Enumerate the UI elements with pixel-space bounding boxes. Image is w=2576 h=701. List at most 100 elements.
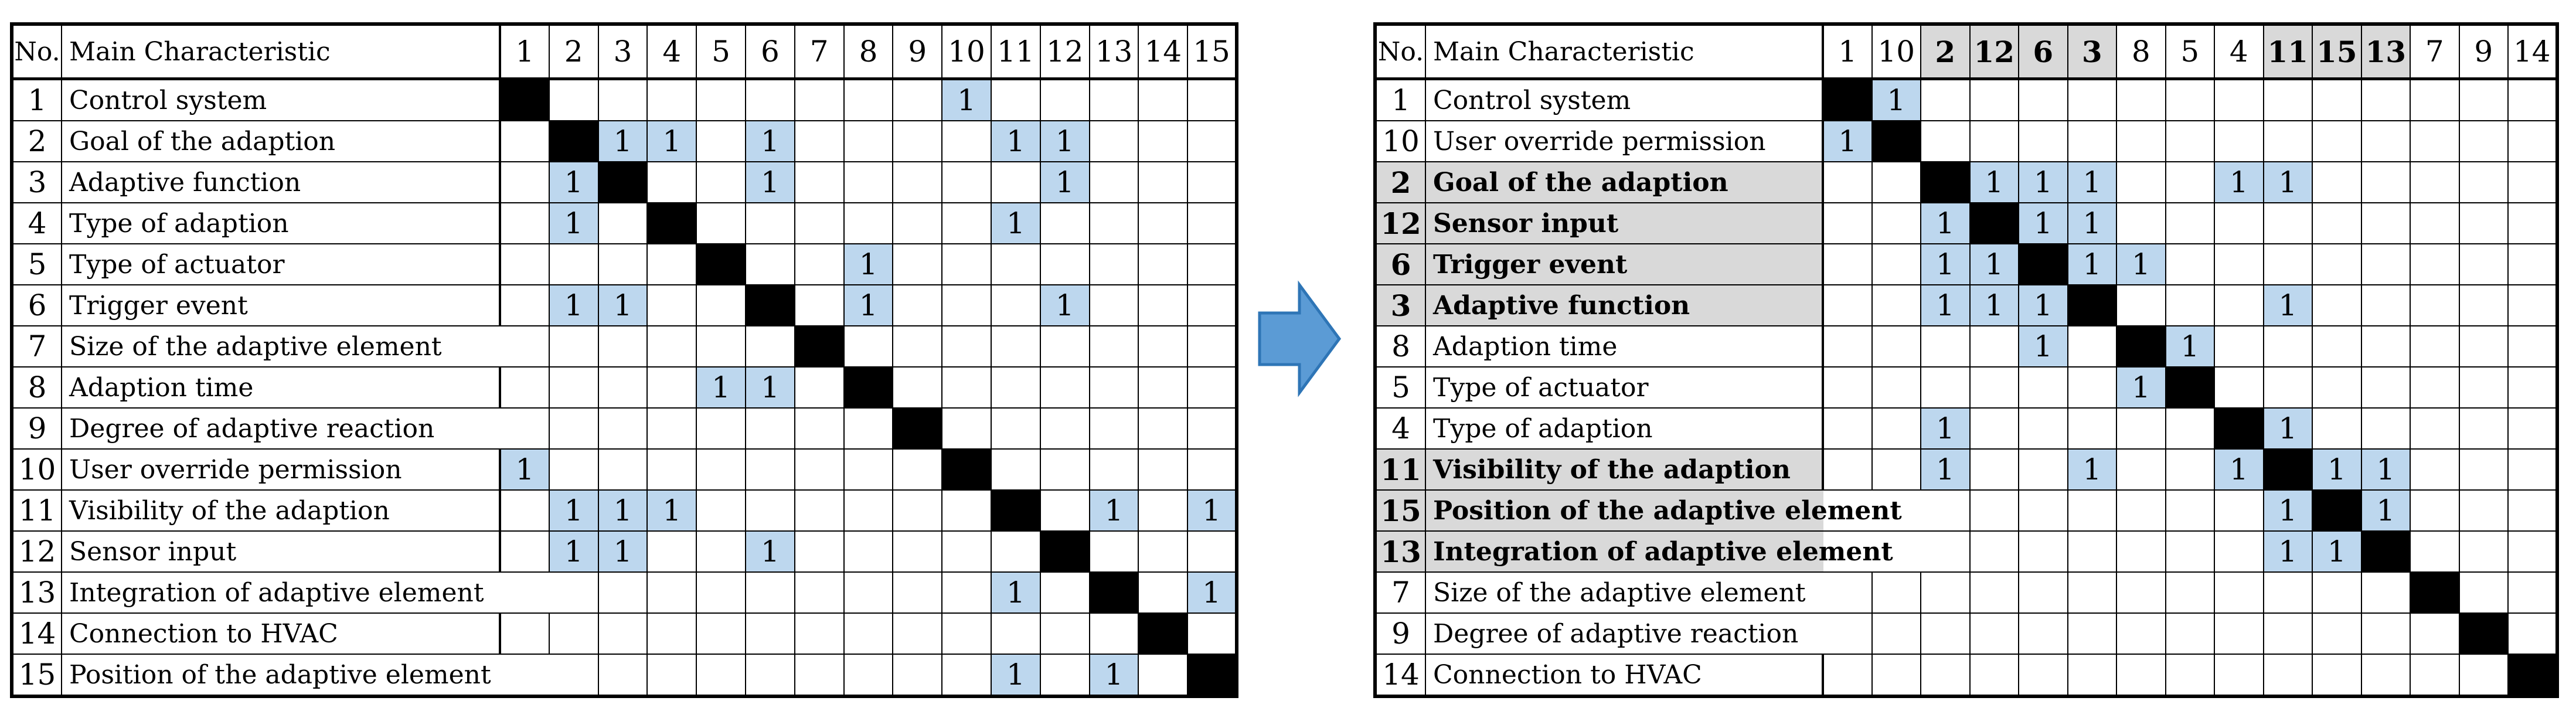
matrix-cell (941, 407, 992, 450)
matrix-cell (1969, 120, 2019, 162)
matrix-cell (892, 448, 943, 491)
column-header: 7 (2410, 23, 2460, 80)
matrix-cell (1088, 366, 1139, 409)
matrix-cell (2410, 489, 2460, 532)
matrix-cell (2116, 407, 2166, 450)
matrix-cell (1822, 243, 1873, 285)
matrix-cell (2410, 202, 2460, 244)
matrix-cell (2410, 120, 2460, 162)
column-header: 9 (2458, 23, 2509, 80)
diagonal-cell (1822, 78, 1873, 121)
matrix-cell (1039, 489, 1090, 532)
dependency-cell: 1 (548, 530, 599, 573)
matrix-cell (2165, 571, 2215, 614)
matrix-cell (499, 612, 550, 655)
matrix-cell (990, 448, 1041, 491)
matrix-cell (1039, 654, 1090, 697)
matrix-cell (744, 407, 795, 450)
matrix-cell (1969, 78, 2019, 121)
matrix-cell (696, 448, 746, 491)
column-header: 6 (2018, 23, 2068, 80)
characteristic-column-header: Main Characteristic (61, 23, 501, 80)
matrix-cell (2262, 325, 2313, 367)
matrix-cell (2312, 612, 2362, 655)
dependency-cell: 1 (696, 366, 746, 409)
matrix-cell (1088, 407, 1139, 450)
matrix-cell (646, 78, 697, 121)
matrix-cell (843, 202, 894, 244)
dependency-cell: 1 (2018, 284, 2068, 326)
column-header: 4 (646, 23, 697, 80)
column-header: 1 (1822, 23, 1873, 80)
row-label: Adaption time (1425, 325, 1824, 367)
diagonal-cell (990, 489, 1041, 532)
dependency-cell: 1 (2116, 366, 2166, 409)
matrix-cell (2360, 78, 2411, 121)
row-number: 9 (11, 407, 62, 450)
matrix-cell (2410, 530, 2460, 573)
matrix-cell (2018, 120, 2068, 162)
diagonal-cell (1088, 571, 1139, 614)
row-label: Connection to HVAC (61, 612, 501, 655)
dependency-cell: 1 (597, 120, 648, 162)
row-label: Goal of the adaption (61, 120, 501, 162)
row-number: 15 (11, 654, 62, 697)
matrix-cell (2214, 78, 2264, 121)
row-number: 5 (1374, 366, 1426, 409)
matrix-cell (2458, 530, 2509, 573)
row-label: Position of the adaptive element (61, 654, 599, 697)
matrix-cell (1822, 325, 1873, 367)
matrix-cell (2116, 571, 2166, 614)
matrix-cell (1088, 202, 1139, 244)
dependency-cell: 1 (1969, 243, 2019, 285)
matrix-cell (2410, 161, 2460, 203)
matrix-cell (1969, 612, 2019, 655)
row-label: Degree of adaptive reaction (1425, 612, 1873, 655)
diagonal-cell (2458, 612, 2509, 655)
matrix-cell (1187, 612, 1237, 655)
column-header: 11 (2262, 23, 2313, 80)
row-label: User override permission (1425, 120, 1824, 162)
matrix-cell (1187, 448, 1237, 491)
column-header: 7 (794, 23, 845, 80)
matrix-cell (892, 612, 943, 655)
row-label: Visibility of the adaption (61, 489, 501, 532)
matrix-cell (2458, 284, 2509, 326)
matrix-cell (1138, 407, 1189, 450)
matrix-cell (744, 571, 795, 614)
matrix-cell (1920, 120, 1971, 162)
matrix-cell (1187, 202, 1237, 244)
row-label: Size of the adaptive element (1425, 571, 1873, 614)
matrix-cell (1187, 78, 1237, 121)
matrix-cell (941, 571, 992, 614)
column-header: 13 (1088, 23, 1139, 80)
matrix-cell (1138, 366, 1189, 409)
column-header: 9 (892, 23, 943, 80)
matrix-cell (499, 366, 550, 409)
matrix-cell (1088, 325, 1139, 367)
matrix-cell (1822, 407, 1873, 450)
dependency-cell: 1 (744, 161, 795, 203)
matrix-cell (2507, 489, 2558, 532)
matrix-cell (1039, 325, 1090, 367)
matrix-cell (794, 243, 845, 285)
row-label: Sensor input (61, 530, 501, 573)
matrix-cell (843, 489, 894, 532)
matrix-cell (1039, 571, 1090, 614)
row-number: 6 (1374, 243, 1426, 285)
matrix-cell (499, 530, 550, 573)
dependency-cell: 1 (1187, 571, 1237, 614)
matrix-cell (1969, 366, 2019, 409)
matrix-cell (892, 654, 943, 697)
matrix-cell (2360, 612, 2411, 655)
matrix-cell (696, 78, 746, 121)
column-header: 5 (2165, 23, 2215, 80)
matrix-cell (646, 284, 697, 326)
matrix-cell (1187, 120, 1237, 162)
dependency-cell: 1 (1187, 489, 1237, 532)
matrix-cell (1187, 325, 1237, 367)
